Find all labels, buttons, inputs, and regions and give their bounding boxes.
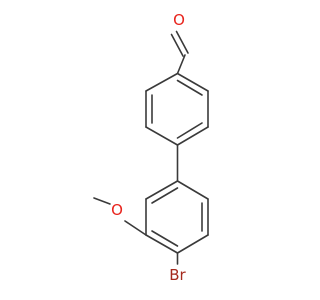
atom-oxygen-aldehyde: O	[173, 11, 185, 29]
bond-ring1-d	[145, 126, 179, 146]
bond-aldehyde-co-2	[175, 30, 189, 54]
bond-ring2-inner-3	[151, 187, 179, 204]
bond-ring1-a	[176, 72, 209, 92]
bond-methoxy-o-ch3	[93, 197, 111, 205]
atom-oxygen-methoxy: O	[111, 201, 123, 219]
bond-ring2-c	[176, 234, 209, 254]
bond-cho-ring	[176, 54, 186, 75]
bond-ring1-inner-1	[176, 79, 203, 96]
bond-aldehyde-co-1	[170, 33, 184, 57]
bond-ring2-d	[145, 234, 179, 254]
bond-ring-methoxy-o	[124, 220, 147, 236]
bond-ring1-c	[176, 126, 209, 146]
molecule-canvas: O O Br	[93, 11, 209, 284]
structure-diagram: O O Br	[93, 11, 209, 284]
bond-ring2-inner-2	[151, 230, 179, 247]
bond-ring2-f	[145, 180, 179, 200]
atom-bromine: Br	[169, 266, 186, 284]
bond-ring2-a	[176, 180, 209, 200]
bond-ring1-f	[145, 72, 179, 92]
bond-ring1-inner-2	[176, 122, 203, 139]
